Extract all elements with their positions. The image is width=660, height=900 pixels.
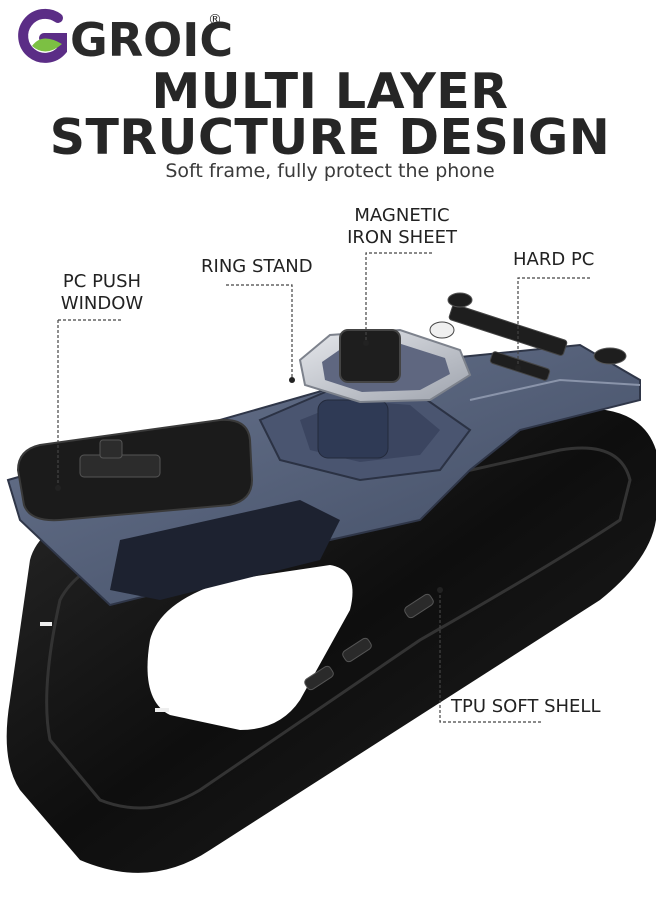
pc-push-window <box>16 418 254 522</box>
leader-hard-pc <box>517 277 590 368</box>
logo-leaf-icon <box>32 38 62 52</box>
logo-g-mark <box>18 8 67 63</box>
registered-mark: ® <box>208 12 222 28</box>
label-magnetic-line2: IRON SHEET <box>347 227 457 248</box>
headline-line-2: STRUCTURE DESIGN <box>49 109 611 166</box>
hard-pc-layer <box>6 343 641 607</box>
label-magnetic-iron-sheet: MAGNETIC IRON SHEET <box>338 205 466 249</box>
leader-ring-stand <box>226 284 293 380</box>
logo-text: GROIC <box>70 13 232 67</box>
subtitle: Soft frame, fully protect the phone <box>165 160 495 182</box>
label-ring-stand: RING STAND <box>201 256 313 277</box>
label-hard-pc: HARD PC <box>513 249 595 270</box>
leader-magnetic-iron-sheet <box>365 252 432 343</box>
headline-line-1: MULTI LAYER <box>151 63 509 120</box>
label-pc-push-window: PC PUSH WINDOW <box>54 271 150 315</box>
label-tpu-soft-shell: TPU SOFT SHELL <box>451 696 601 717</box>
magnetic-iron-sheet <box>339 329 401 383</box>
leader-tpu-soft-shell <box>439 590 542 723</box>
label-pc-push-window-line2: WINDOW <box>60 293 144 314</box>
label-magnetic-line1: MAGNETIC <box>354 205 450 226</box>
leader-lines <box>57 252 590 723</box>
brand-logo: GROIC ® <box>18 8 232 67</box>
label-pc-push-window-line1: PC PUSH <box>62 271 142 292</box>
